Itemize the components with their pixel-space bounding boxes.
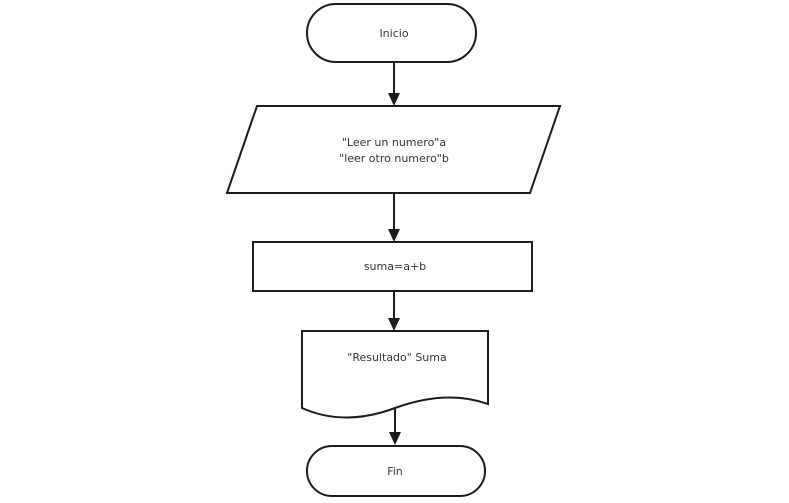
document-node-label: "Resultado" Suma [347, 351, 446, 364]
connector-io-to-process [388, 193, 400, 242]
connector-process-to-output [388, 291, 400, 331]
arrowhead-down-icon [388, 229, 400, 242]
connector-start-to-io [388, 62, 400, 106]
document-node: "Resultado" Suma [301, 330, 489, 419]
io-node: "Leer un numero"a "leer otro numero"b [225, 105, 562, 194]
arrowhead-down-icon [388, 93, 400, 106]
arrowhead-down-icon [389, 432, 401, 445]
document-shape [301, 330, 489, 419]
end-node-label: Fin [387, 465, 403, 478]
arrowhead-down-icon [388, 318, 400, 331]
end-node: Fin [306, 445, 486, 497]
start-node-label: Inicio [379, 27, 408, 40]
terminator-shape [306, 3, 477, 63]
start-node: Inicio [306, 3, 477, 63]
process-node-label: suma=a+b [364, 260, 426, 273]
io-node-line1: "Leer un numero"a [342, 136, 446, 149]
io-node-line2: "leer otro numero"b [339, 152, 449, 165]
connector-output-to-end [389, 408, 401, 445]
process-node: suma=a+b [252, 241, 533, 292]
terminator-shape [306, 445, 486, 497]
process-shape [252, 241, 533, 292]
parallelogram-shape [225, 105, 562, 194]
